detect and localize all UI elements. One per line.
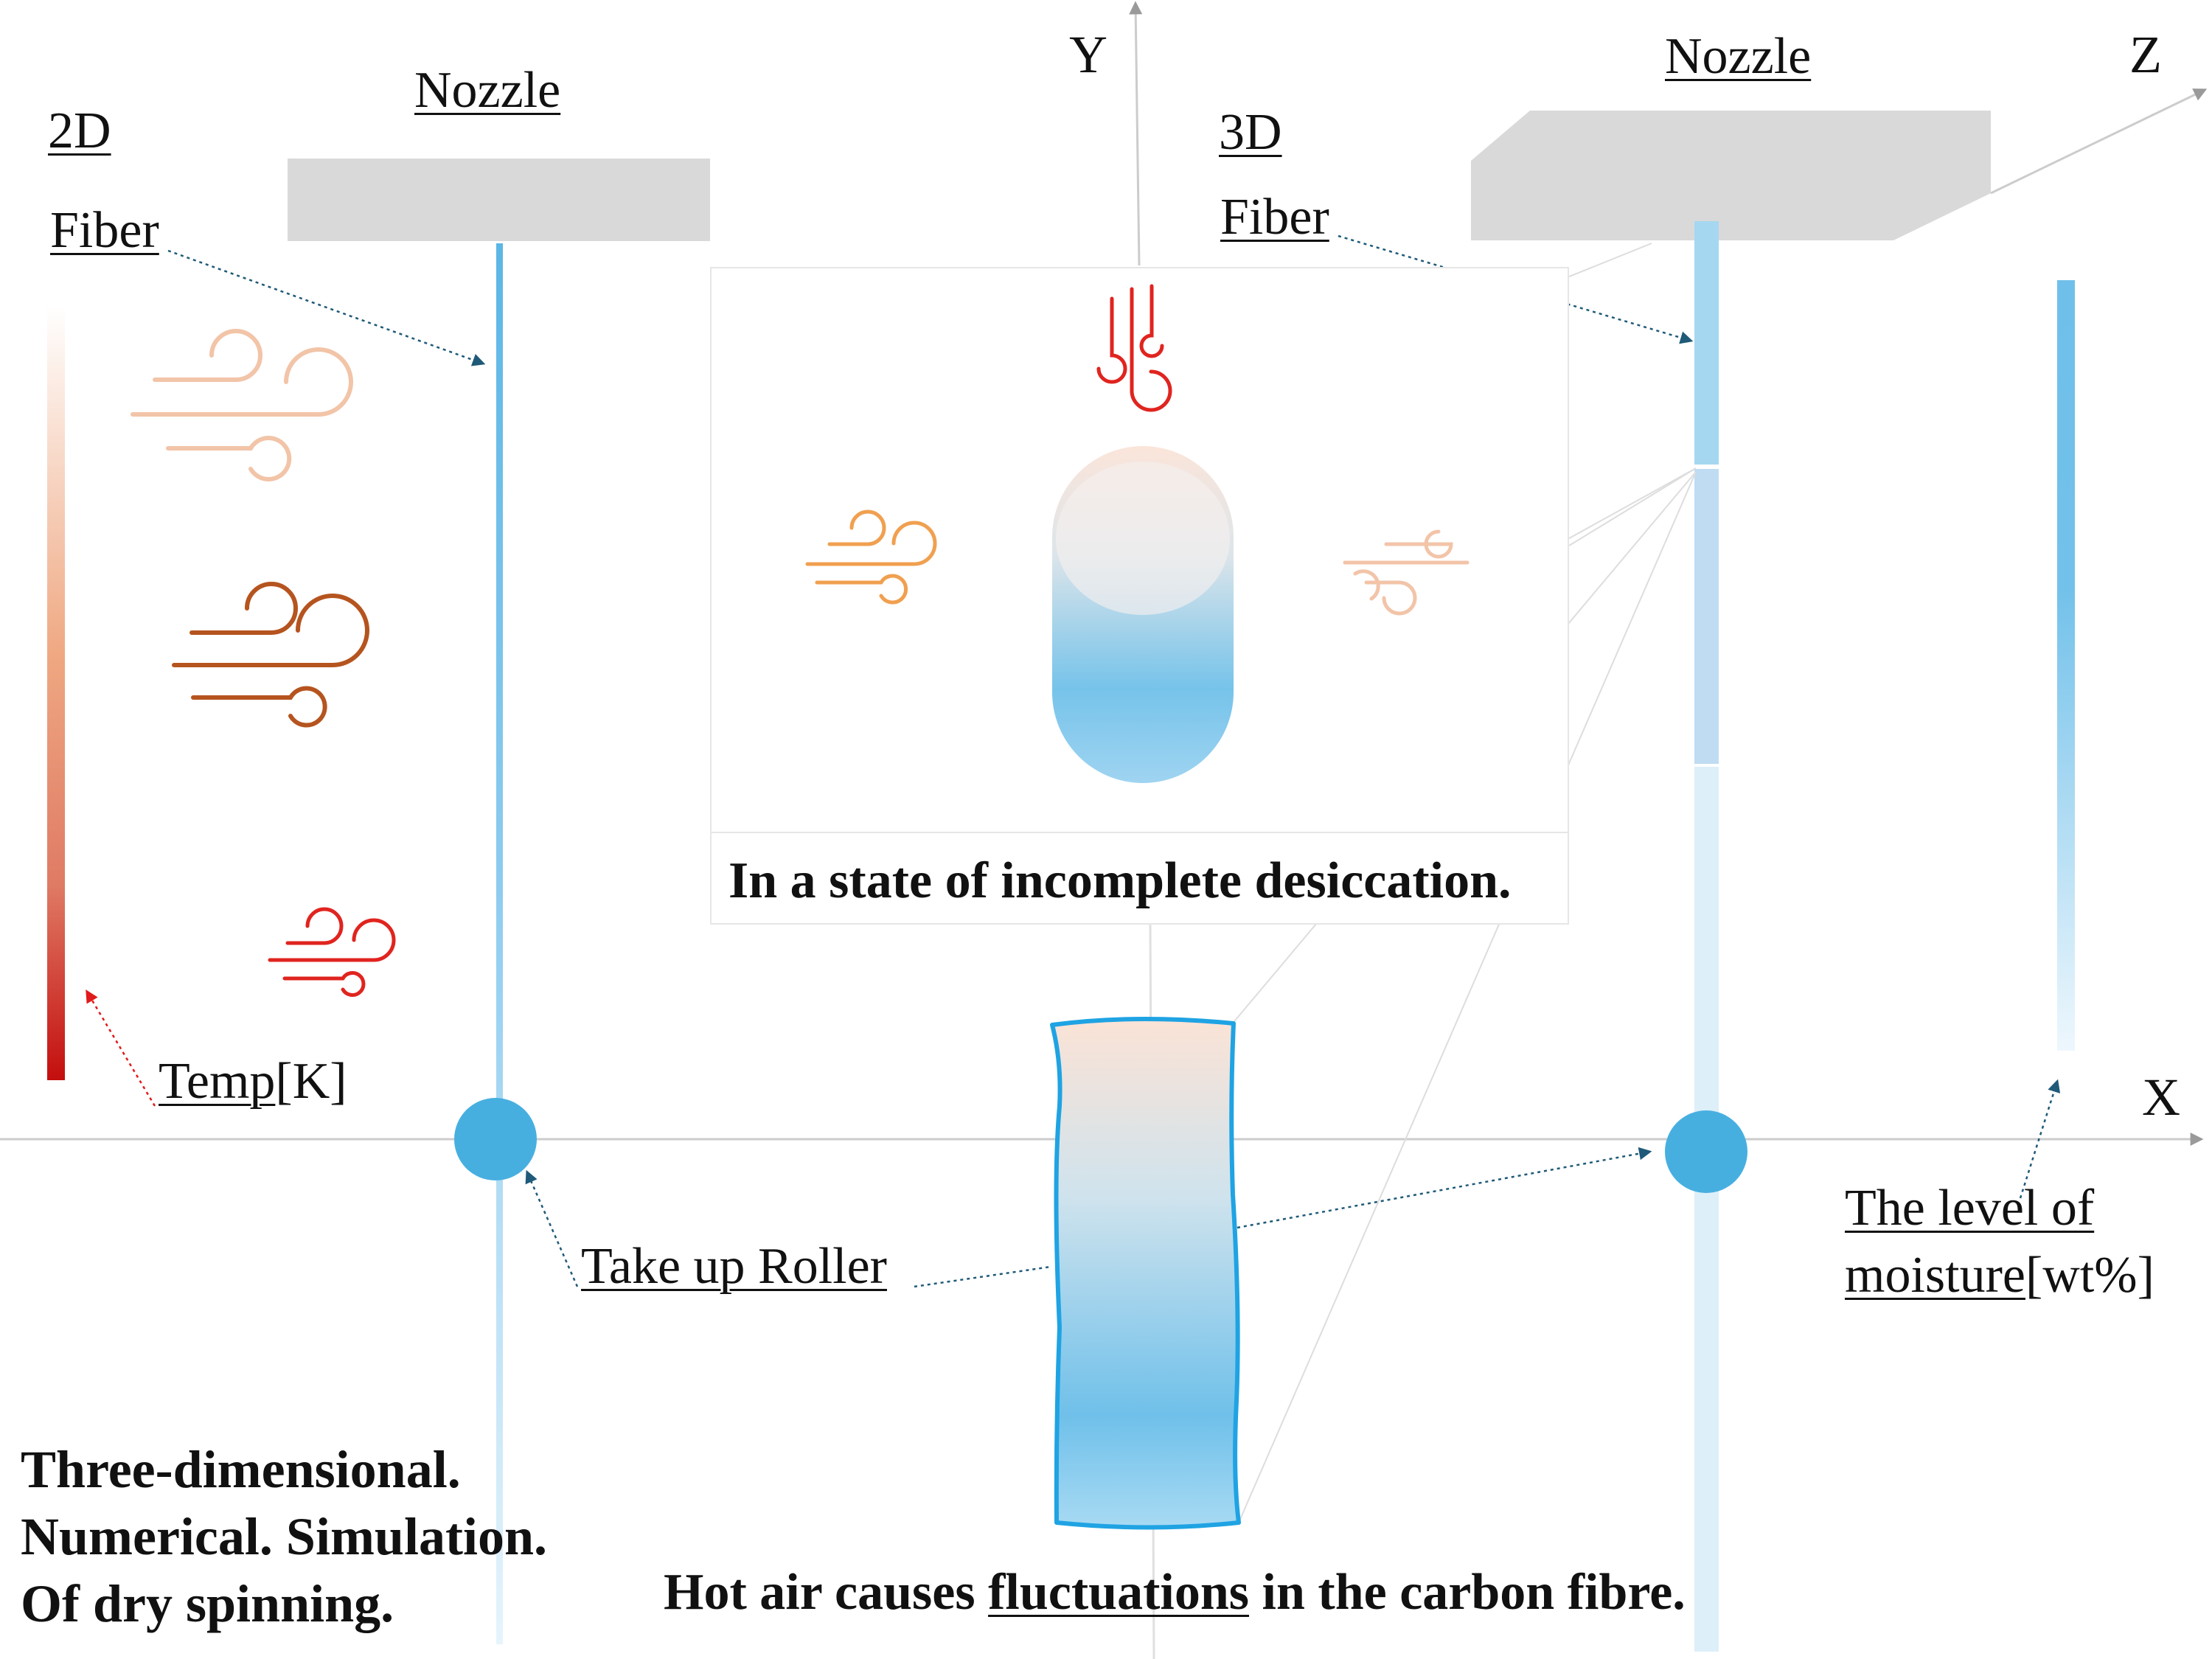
moisture-label-word: moisture — [1845, 1247, 2025, 1304]
nozzle-3d — [1471, 111, 1991, 240]
mode-label-3d: 3D — [1219, 104, 1282, 161]
pointer-arrows — [86, 234, 2061, 1288]
wind-icon — [268, 907, 396, 997]
bottom-statement-emphasis: fluctuations — [988, 1564, 1250, 1621]
fiber-label-3d: Fiber — [1220, 189, 1329, 246]
nozzle-2d — [288, 159, 710, 241]
y-axis-label: Y — [1069, 25, 1107, 84]
temperature-label-word: Temp — [159, 1053, 276, 1110]
nozzle-label-3d: Nozzle — [1665, 28, 1812, 85]
y-axis-lower — [1149, 924, 1155, 1659]
temperature-label: Temp[K] — [159, 1056, 347, 1107]
wind-icon — [172, 582, 369, 728]
mode-label-2d: 2D — [48, 102, 111, 159]
inset-divider — [710, 832, 1569, 833]
bottom-statement-start: Hot air causes — [664, 1564, 989, 1621]
temperature-scale-bar — [47, 306, 65, 1080]
fiber-3d-top — [1694, 221, 1719, 465]
x-axis-label: X — [2142, 1068, 2180, 1127]
moisture-label-line1: The level of — [1845, 1180, 2095, 1237]
moisture-label-unit: [wt%] — [2025, 1247, 2154, 1304]
bottom-statement-end: in the carbon fibre. — [1249, 1564, 1686, 1621]
z-axis-label: Z — [2129, 25, 2162, 84]
take-up-roller-2d — [454, 1098, 537, 1180]
wind-icon — [131, 329, 353, 481]
nozzle-label-2d: Nozzle — [414, 62, 561, 119]
take-up-roller-3d — [1665, 1110, 1747, 1193]
title-line-1: Three-dimensional. — [21, 1440, 461, 1499]
fiber-3d-middle — [1694, 469, 1719, 764]
fiber-2d — [496, 243, 503, 1644]
inset-caption: In a state of incomplete desiccation. — [728, 852, 1512, 909]
temperature-label-unit: [K] — [275, 1053, 347, 1110]
diagram-title-block: Three-dimensional. Numerical. Simulation… — [21, 1436, 547, 1638]
bottom-statement: Hot air causes fluctuations in the carbo… — [664, 1567, 1686, 1618]
moisture-label-line2: moisture[wt%] — [1845, 1250, 2154, 1301]
z-axis — [1990, 88, 2208, 195]
fiber-3d-lower — [1694, 767, 1719, 1652]
y-axis — [1129, 1, 1143, 266]
fiber-label-2d: Fiber — [50, 202, 159, 259]
take-up-roller-label: Take up Roller — [581, 1238, 887, 1295]
title-line-3: Of dry spinning. — [21, 1574, 394, 1633]
zoom-inset — [710, 267, 1569, 925]
moisture-scale-bar — [2057, 280, 2075, 1051]
title-line-2: Numerical. Simulation. — [21, 1507, 547, 1566]
